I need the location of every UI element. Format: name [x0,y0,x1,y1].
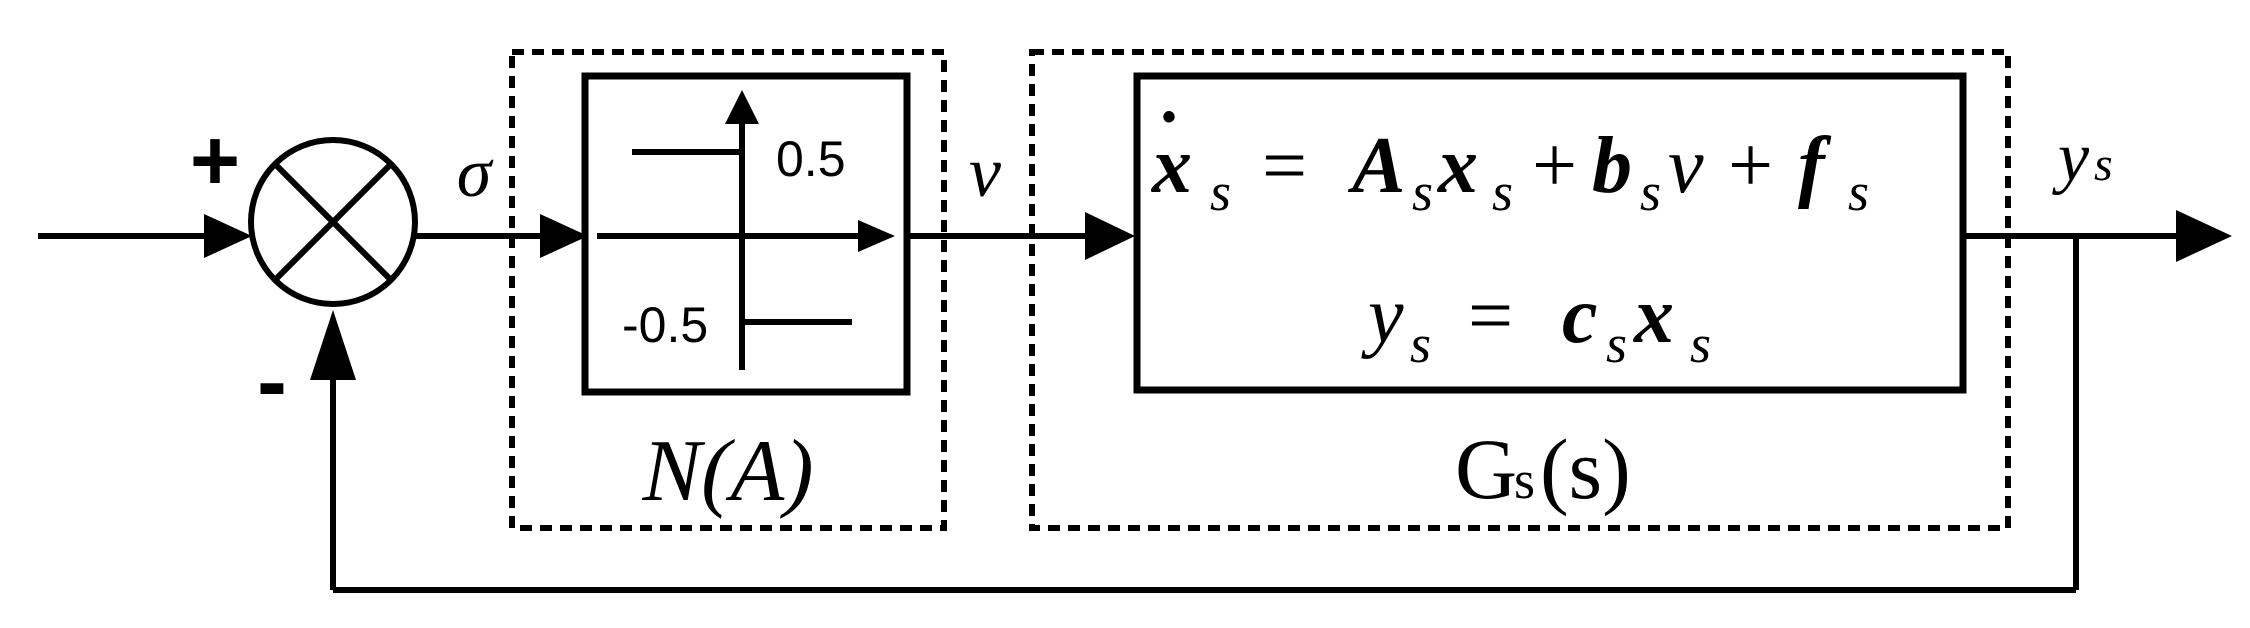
sigma-label: σ [457,135,494,212]
relay-lower-level-label: -0.5 [622,297,708,353]
relay-horizontal-axis-arrow [858,220,895,252]
summing-junction [248,137,418,307]
output-arrowhead [2176,210,2232,262]
eq2-c-subscript: s [1606,314,1627,374]
eq2-equals: = [1468,272,1513,360]
eq1-xdot-subscript: s [1210,162,1231,222]
eq1-b-subscript: s [1640,162,1661,222]
relay-upper-level-label: 0.5 [776,131,846,187]
eq1-equals: = [1262,122,1307,210]
v-label: v [969,132,1001,212]
v-arrowhead [1085,212,1135,260]
plant-dashed-box [1029,49,2011,531]
plant-caption-subscript: s [1514,450,1535,510]
eq1-x-subscript: s [1492,162,1513,222]
nonlinearity-caption: N(A) [641,423,813,520]
state-equation: x • s = A s x s + b s v + f s [1151,95,1869,222]
plus-sign: + [190,113,240,209]
output-label-subscript: s [2094,138,2113,191]
eq2-c: c [1562,272,1598,360]
eq1-plus-1: + [1532,122,1577,210]
eq1-f-subscript: s [1848,162,1869,222]
output-label: y s [2052,119,2113,196]
input-arrowhead [204,214,252,258]
nonlinearity-dashed-box [509,49,947,531]
output-equation: y s = c s x s [1361,272,1711,374]
eq2-y: y [1361,272,1404,360]
eq1-dot: • [1162,95,1176,139]
relay-vertical-axis-arrow [725,90,759,124]
plant-caption: G s (s) [1455,421,1631,517]
eq1-plus-2: + [1728,122,1773,210]
eq1-x: x [1437,122,1478,210]
minus-sign: - [257,332,287,432]
plant-caption-argument: (s) [1540,421,1631,517]
sigma-arrowhead [540,214,588,258]
feedback-arrowhead [310,310,356,380]
eq1-v: v [1668,122,1704,210]
eq1-xdot: x [1151,122,1192,210]
eq2-x-subscript: s [1690,314,1711,374]
eq1-b: b [1592,122,1632,210]
eq1-A-subscript: s [1412,162,1433,222]
plant-caption-G: G [1455,421,1517,517]
output-label-y: y [2052,119,2090,196]
eq2-x: x [1633,272,1674,360]
eq2-y-subscript: s [1410,314,1431,374]
feedback-path [330,236,2079,593]
eq1-A: A [1347,122,1405,210]
